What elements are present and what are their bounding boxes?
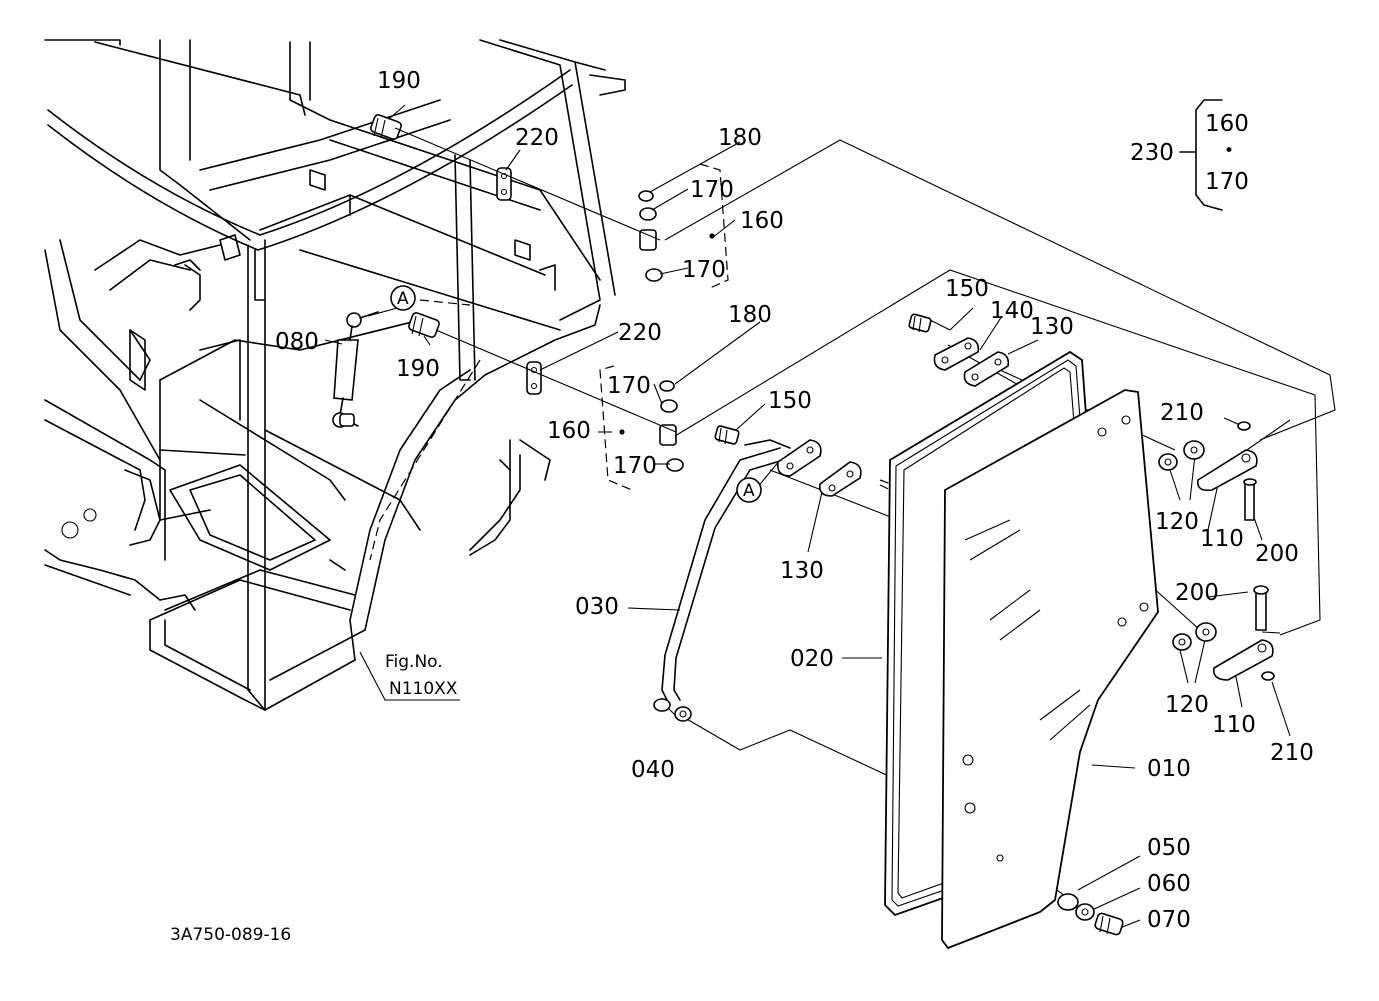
label-060: 060 <box>1147 871 1191 897</box>
label-120-upper: 120 <box>1155 509 1199 535</box>
latch-upper <box>1158 421 1258 521</box>
bracket-220-lower <box>526 361 542 395</box>
bushing-190-lower <box>408 312 440 338</box>
marker-a-lower: A <box>736 477 762 503</box>
hinge-plates-upper <box>908 313 1010 387</box>
label-120-lower: 120 <box>1165 692 1209 718</box>
label-150-upper: 150 <box>945 276 989 302</box>
label-key-160: 160 <box>1205 111 1249 137</box>
label-190-upper: 190 <box>377 68 421 94</box>
label-180-upper: 180 <box>718 125 762 151</box>
label-220-lower: 220 <box>618 320 662 346</box>
label-170-c: 170 <box>607 373 651 399</box>
marker-a-upper: A <box>390 285 416 311</box>
label-200-upper: 200 <box>1255 541 1299 567</box>
label-110-upper: 110 <box>1200 526 1244 552</box>
bushing-190-upper <box>370 114 402 140</box>
fig-ref-number: N110XX <box>389 679 458 699</box>
label-160-upper: 160 <box>740 208 784 234</box>
label-key-170: 170 <box>1205 169 1249 195</box>
label-170-d: 170 <box>613 453 657 479</box>
label-220-upper: 220 <box>515 125 559 151</box>
label-180-lower: 180 <box>728 302 772 328</box>
key-bullet: • <box>1224 141 1234 161</box>
label-130-lower: 130 <box>780 558 824 584</box>
assembly-key-230: 230 160 • 170 <box>1130 99 1249 211</box>
label-050: 050 <box>1147 835 1191 861</box>
label-190-lower: 190 <box>396 356 440 382</box>
drawing-number: 3A750-089-16 <box>170 925 291 945</box>
marker-a-lower-letter: A <box>743 481 755 501</box>
door-glass-010 <box>941 389 1159 950</box>
marker-a-upper-letter: A <box>397 289 409 309</box>
label-080: 080 <box>275 329 319 355</box>
label-070: 070 <box>1147 907 1191 933</box>
fig-ref-label: Fig.No. <box>385 652 443 672</box>
hinge-pin-assembly-upper <box>638 163 729 289</box>
label-170-a: 170 <box>690 177 734 203</box>
label-040: 040 <box>631 757 675 783</box>
gas-strut-080 <box>332 311 379 428</box>
handle-bar-030 <box>653 447 791 722</box>
label-160-lower: 160 <box>547 418 591 444</box>
latch-lower <box>1172 585 1275 681</box>
label-210-lower: 210 <box>1270 740 1314 766</box>
label-230: 230 <box>1130 140 1174 166</box>
label-210-upper: 210 <box>1160 400 1204 426</box>
label-010: 010 <box>1147 756 1191 782</box>
hinge-plates-lower <box>714 425 862 497</box>
cab-frame <box>44 39 626 711</box>
bracket-220-upper <box>496 167 512 201</box>
label-140: 140 <box>990 298 1034 324</box>
label-200-lower: 200 <box>1175 580 1219 606</box>
label-110-lower: 110 <box>1212 712 1256 738</box>
figure-reference: Fig.No. N110XX <box>385 652 458 699</box>
label-030: 030 <box>575 594 619 620</box>
label-130-upper: 130 <box>1030 314 1074 340</box>
label-170-b: 170 <box>682 257 726 283</box>
callout-labels: 190 190 220 220 080 180 170 160 170 180 … <box>275 68 1314 933</box>
fasteners-lower <box>1057 893 1124 936</box>
label-150-lower: 150 <box>768 388 812 414</box>
label-020: 020 <box>790 646 834 672</box>
